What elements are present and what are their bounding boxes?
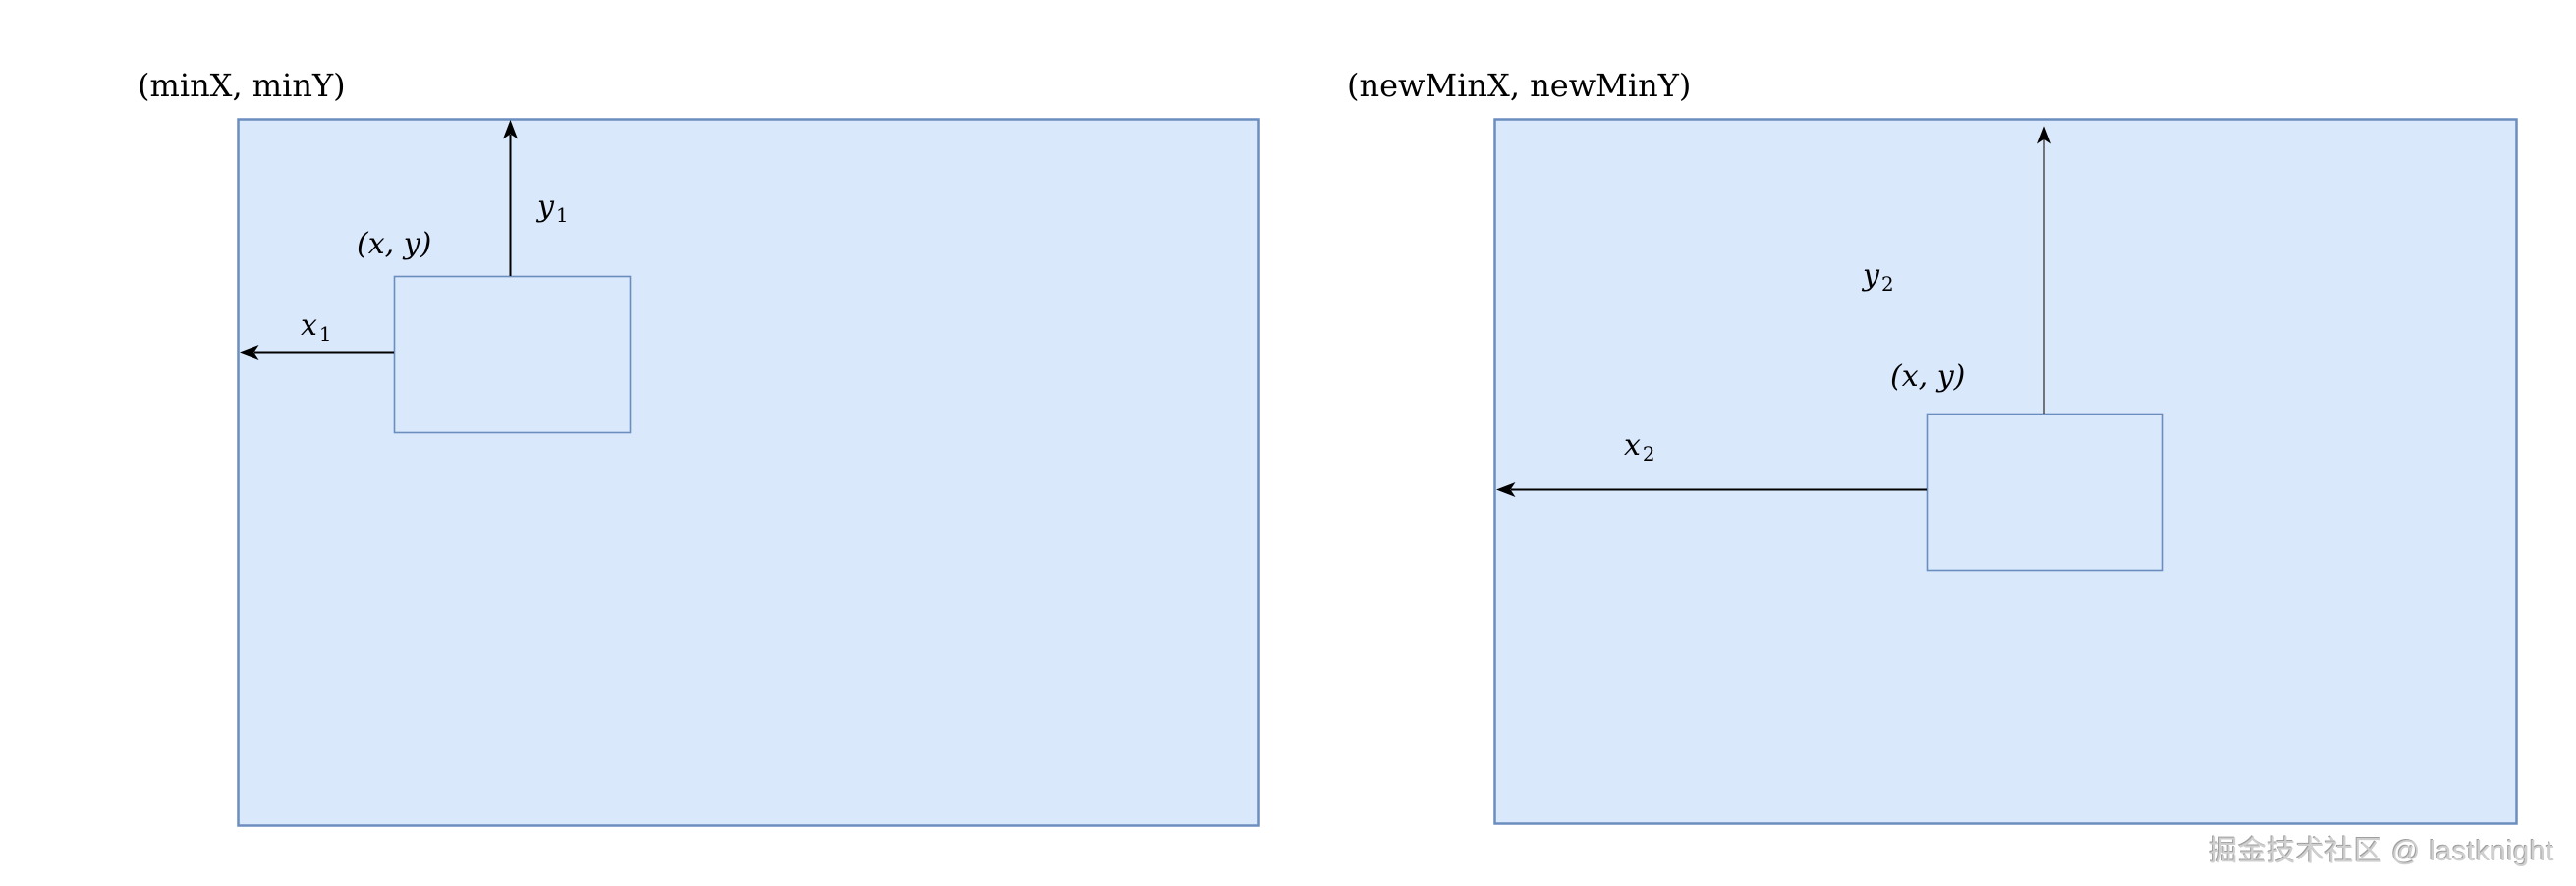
outer-box-original: [237, 118, 1260, 827]
corner-label-new: (newMinX, newMinY): [1347, 67, 1692, 104]
inner-box-new: [1926, 413, 2164, 572]
arrowhead-left-x1: [240, 345, 259, 360]
juejin-watermark: 掘金技术社区 @ lastknight: [2209, 836, 2554, 867]
arrowhead-up-y2: [2037, 125, 2051, 144]
point-label-new: (x, y): [1890, 360, 1966, 394]
point-label-original: (x, y): [357, 227, 432, 261]
arrowhead-left-x2: [1496, 482, 1516, 497]
arrowhead-up-y1: [503, 120, 518, 139]
corner-label-original: (minX, minY): [138, 67, 346, 104]
inner-box-original: [393, 275, 632, 434]
